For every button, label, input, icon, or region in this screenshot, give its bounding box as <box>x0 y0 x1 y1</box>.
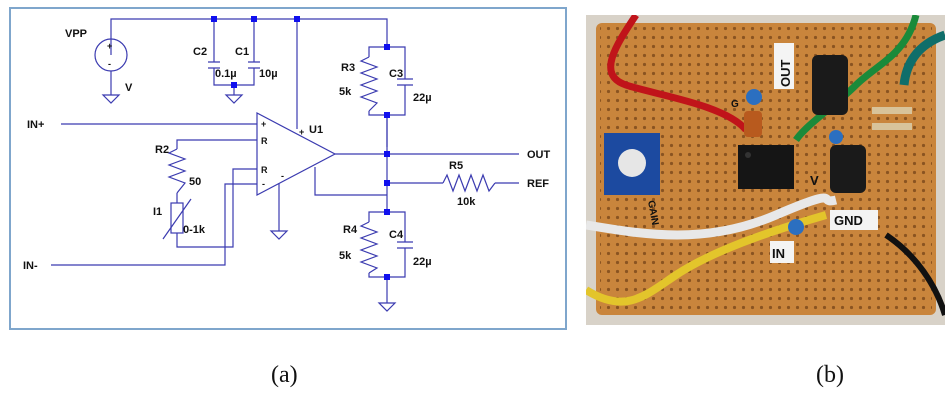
red-wire <box>607 15 749 133</box>
tag-out-bg <box>774 43 794 89</box>
junction-dot <box>384 44 390 50</box>
r4-resistor <box>359 221 379 274</box>
label-c2-value: 0.1µ <box>215 68 237 80</box>
label-vpp-minus: - <box>108 59 111 69</box>
ground-symbol-vpp <box>101 94 121 104</box>
label-r5: R5 <box>449 160 463 172</box>
r2-resistor <box>167 148 187 194</box>
r5-resistor <box>442 173 496 193</box>
r4c4-wire <box>368 183 413 303</box>
label-i1: I1 <box>153 206 162 218</box>
cap-orange <box>744 111 762 137</box>
circuit-board-photo: OUT GND IN V G GAIN <box>586 15 945 325</box>
caption-b: (b) <box>816 362 844 388</box>
label-c4-value: 22µ <box>413 256 432 268</box>
white-wire <box>586 193 838 240</box>
capacitor-small-1 <box>746 89 762 105</box>
label-i1-value: 0-1k <box>183 224 206 236</box>
label-r3: R3 <box>341 62 355 74</box>
ic-chip <box>738 145 794 189</box>
label-vpp-plus: + <box>107 41 112 51</box>
schematic-diagram: VPP V + - C2 0.1µ C1 10µ R3 5k C3 22µ IN… <box>9 7 567 330</box>
resistor-1 <box>872 107 912 114</box>
resistor-2 <box>872 123 912 130</box>
junction-dot <box>384 151 390 157</box>
tag-v: V <box>810 173 819 188</box>
green-wire <box>793 15 920 143</box>
label-r2-value: 50 <box>189 176 201 188</box>
junction-dot <box>251 16 257 22</box>
label-c1-value: 10µ <box>259 68 278 80</box>
label-r3-value: 5k <box>339 86 352 98</box>
r2-wire <box>176 139 257 248</box>
opamp-supply-minus: - <box>281 171 284 181</box>
tag-in: IN <box>772 246 785 261</box>
tag-in-bg <box>770 241 794 263</box>
label-out: OUT <box>527 149 551 161</box>
junction-dot <box>384 209 390 215</box>
label-ref: REF <box>527 178 549 190</box>
label-c2: C2 <box>193 46 207 58</box>
junction-dot <box>384 112 390 118</box>
i1-arrow <box>162 198 192 240</box>
junction-dot <box>384 274 390 280</box>
pin-minus: - <box>262 179 265 189</box>
label-vpp: VPP <box>65 28 87 40</box>
label-r2: R2 <box>155 144 169 156</box>
junction-dot <box>384 180 390 186</box>
junction-dot <box>294 16 300 22</box>
potentiometer-knob <box>618 149 646 177</box>
label-r4: R4 <box>343 224 358 236</box>
label-v-source: V <box>125 82 133 94</box>
capacitor-large-right <box>830 145 866 193</box>
label-c3-value: 22µ <box>413 92 432 104</box>
ground-symbol-caps <box>224 94 244 104</box>
capacitor-small-3 <box>829 130 843 144</box>
label-c1: C1 <box>235 46 249 58</box>
top-rail-wire <box>110 18 388 55</box>
label-in-plus: IN+ <box>27 119 44 131</box>
label-c4: C4 <box>389 229 404 241</box>
capacitor-small-2 <box>788 219 804 235</box>
ground-symbol-opamp <box>269 230 289 240</box>
schematic-frame <box>9 7 567 330</box>
label-r4-value: 5k <box>339 250 352 262</box>
r3-resistor <box>359 56 379 112</box>
opamp-supply-plus: + <box>299 127 304 137</box>
ic-notch <box>745 152 751 158</box>
label-u1: U1 <box>309 124 323 136</box>
label-in-minus: IN- <box>23 260 38 272</box>
pin-r-bottom: R <box>261 165 268 175</box>
pin-plus: + <box>261 119 266 129</box>
opamp-u1 <box>256 112 337 196</box>
tag-gain: GAIN <box>645 200 660 227</box>
i1-element <box>170 202 184 234</box>
teal-wire <box>899 30 945 86</box>
label-r5-value: 10k <box>457 196 476 208</box>
ground-symbol-r4 <box>377 302 397 312</box>
opamp-ref-wire <box>314 167 387 196</box>
r3c3-wire <box>368 46 413 147</box>
tag-gnd: GND <box>834 213 863 228</box>
tag-g: G <box>731 99 739 110</box>
in-minus-wire <box>51 183 257 266</box>
caption-a: (a) <box>271 362 298 388</box>
junction-dot <box>231 82 237 88</box>
tag-gnd-bg <box>830 210 878 230</box>
pin-r-top: R <box>261 136 268 146</box>
capacitor-large-top <box>812 55 848 115</box>
black-wire <box>884 232 945 316</box>
junction-dot <box>211 16 217 22</box>
label-c3: C3 <box>389 68 403 80</box>
tag-out: OUT <box>778 60 793 88</box>
yellow-wire <box>586 211 828 306</box>
